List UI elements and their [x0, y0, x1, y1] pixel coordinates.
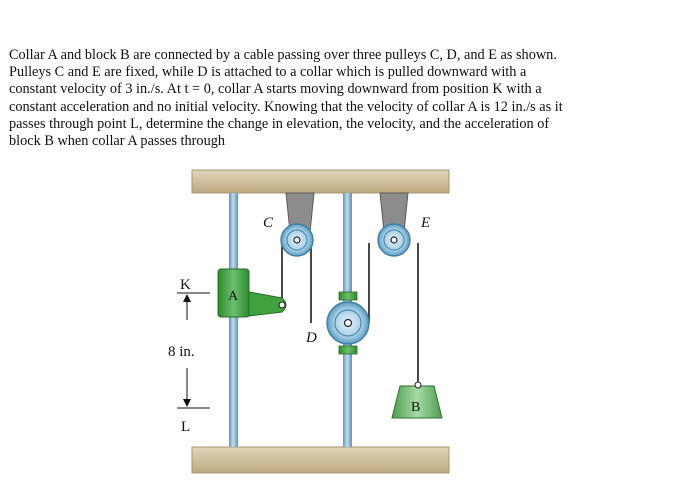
problem-line: block B when collar A passes through [9, 133, 226, 150]
cable [281, 243, 419, 385]
pulley-c [280, 192, 315, 257]
distance-label: 8 in. [168, 344, 195, 360]
problem-line: constant velocity of 3 in./s. At t = 0, … [9, 81, 542, 98]
problem-line: passes through point L, determine the ch… [9, 115, 550, 132]
point-l-label: L [181, 419, 190, 435]
pulley-c-label: C [263, 215, 274, 231]
bottom-beam [191, 446, 450, 474]
problem-line: constant acceleration and no initial vel… [9, 98, 563, 115]
problem-line: Collar A and block B are connected by a … [9, 47, 557, 63]
top-beam [191, 169, 450, 194]
rod-left [229, 193, 238, 447]
pulley-d-label: D [305, 330, 317, 346]
collar-a-label: A [228, 289, 239, 304]
block-b [391, 381, 443, 419]
pulley-e-label: E [420, 215, 430, 231]
pulley-e [377, 192, 411, 257]
collar-a [217, 268, 287, 318]
pulley-d [326, 291, 370, 355]
problem-statement: Collar A and block B are connected by a … [9, 47, 669, 150]
point-k-label: K [180, 277, 191, 293]
dimension-markers [177, 292, 210, 409]
block-b-label: B [411, 400, 420, 415]
problem-line: Pulleys C and E are fixed, while D is at… [9, 64, 527, 81]
